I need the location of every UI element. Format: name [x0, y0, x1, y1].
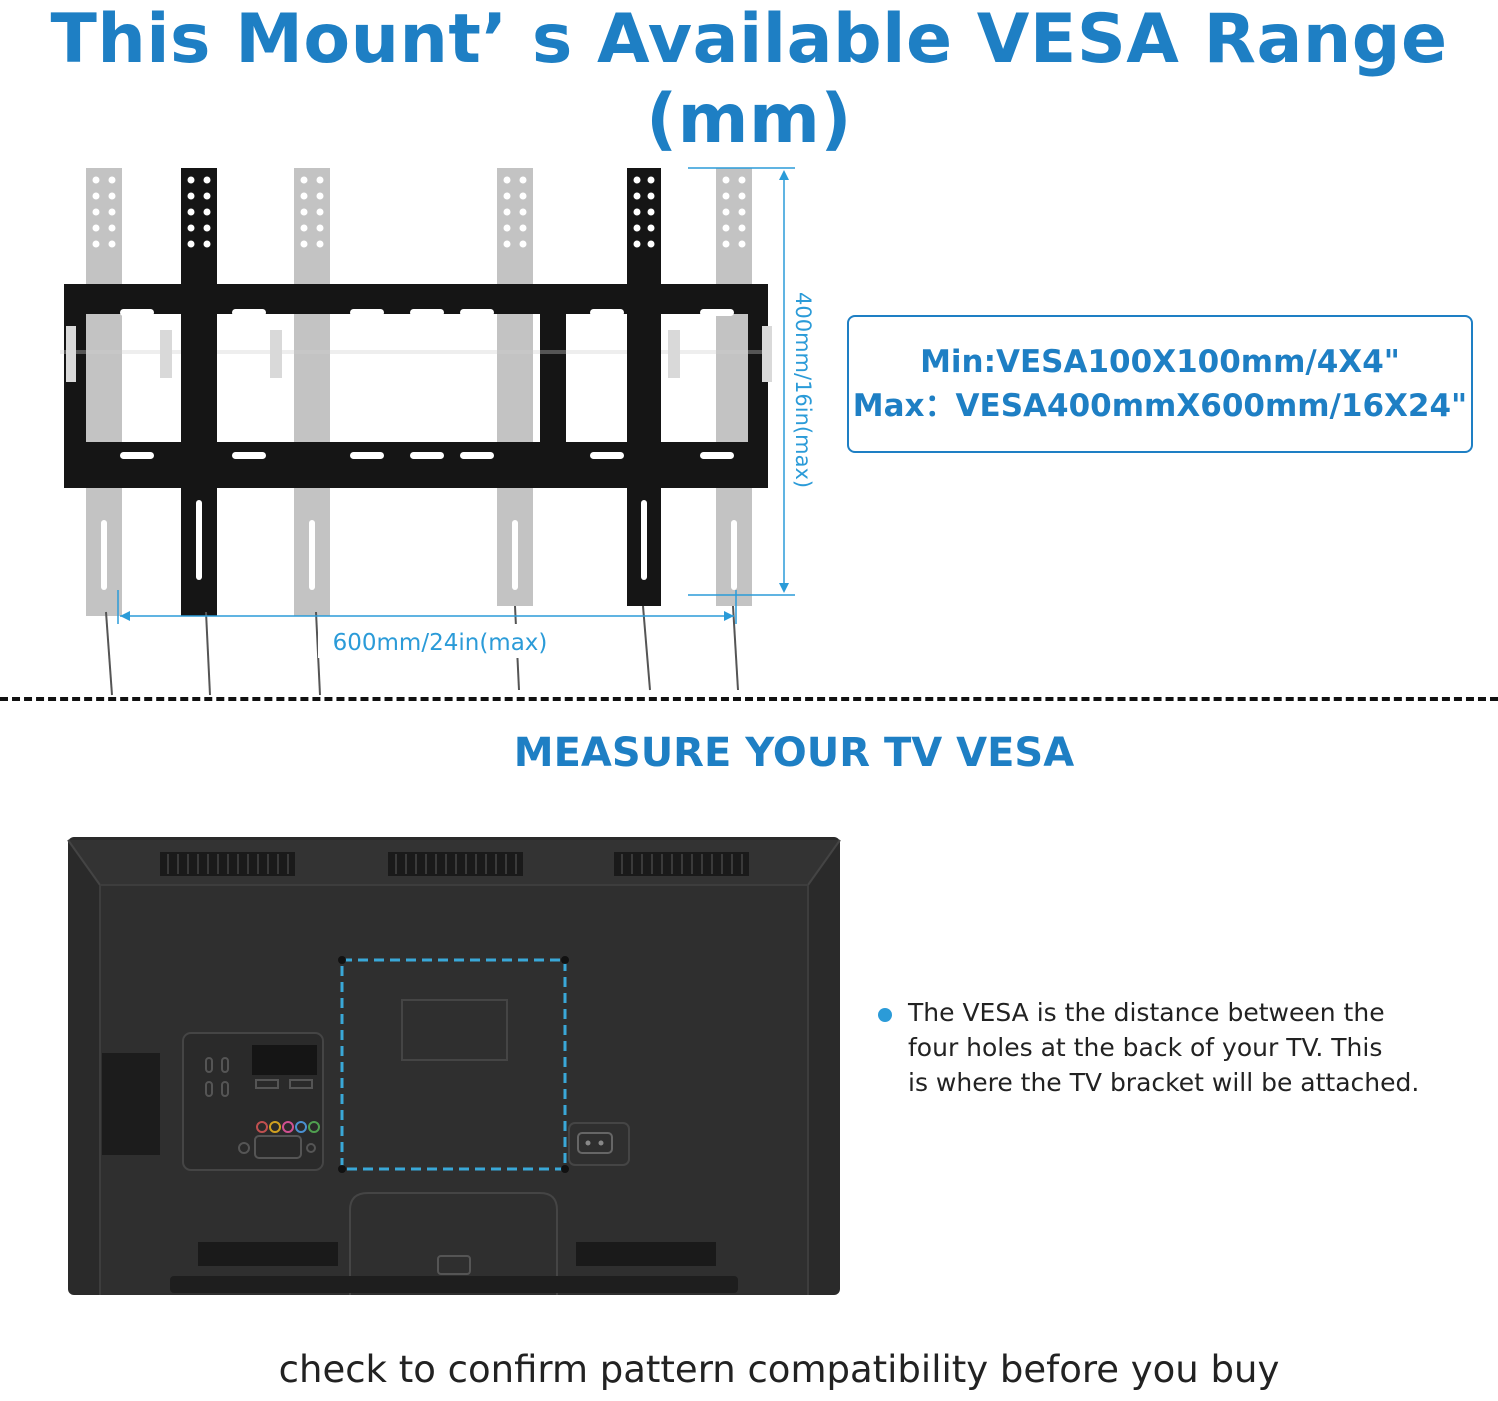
vesa-min-spec: Min:VESA100X100mm/4X4" — [920, 344, 1400, 380]
height-dimension-label: 400mm/16in(max) — [791, 292, 815, 488]
mount-diagram: 400mm/16in(max) 600mm/24in(max) — [60, 167, 815, 696]
tv-arm — [181, 168, 661, 616]
note-line: The VESA is the distance between the — [908, 998, 1385, 1027]
vesa-hole-pattern — [340, 958, 567, 1171]
bullet-icon — [878, 1008, 892, 1022]
vesa-max-spec: Max：VESA400mmX600mm/16X24" — [852, 388, 1468, 424]
footer-caption: check to confirm pattern compatibility b… — [278, 1348, 1280, 1391]
height-dimension — [688, 167, 795, 596]
vesa-spec-box: Min:VESA100X100mm/4X4" Max：VESA400mmX600… — [847, 315, 1473, 453]
wall-plate — [60, 284, 772, 488]
width-dimension — [117, 590, 737, 624]
section-heading: MEASURE YOUR TV VESA — [513, 730, 1075, 776]
tv-back-illustration — [67, 837, 841, 1295]
section-divider — [0, 697, 1498, 701]
note-line: is where the TV bracket will be attached… — [908, 1068, 1420, 1097]
vesa-explanation: The VESA is the distance between the fou… — [878, 995, 1478, 1100]
note-line: four holes at the back of your TV. This — [908, 1033, 1383, 1062]
page-title: This Mount’ s Available VESA Range (mm) — [50, 0, 1448, 159]
ghost-arm — [86, 168, 752, 616]
width-dimension-label: 600mm/24in(max) — [333, 630, 548, 656]
